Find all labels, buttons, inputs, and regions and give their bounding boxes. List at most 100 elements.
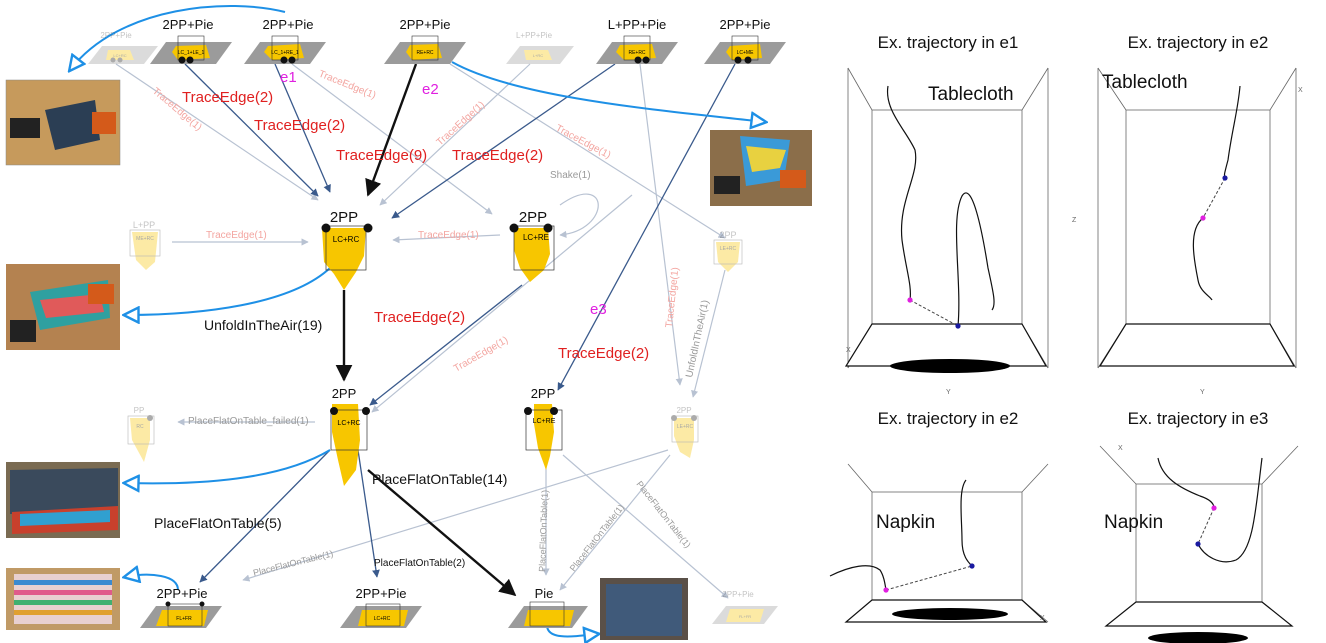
gripper-dot	[691, 415, 697, 421]
cloth-shape	[322, 228, 366, 290]
edge-faded	[371, 194, 633, 413]
state-node: 2PP+Pie RE+RC	[384, 17, 466, 64]
table-plate	[88, 46, 158, 64]
state-box	[365, 603, 401, 627]
gripper-dot	[734, 56, 742, 64]
trajectory-curve	[829, 565, 887, 591]
state-label: L+PP+Pie	[608, 17, 667, 32]
state-node: 2PP LE+RC	[713, 230, 743, 272]
state-inner-label: LC+RC	[337, 420, 360, 427]
edge-label: PlaceFlatOnTable(14)	[372, 471, 507, 487]
state-box	[513, 225, 555, 271]
edge-faded	[562, 454, 729, 599]
edge-labels: TraceEdge(2) TraceEdge(2) TraceEdge(9) T…	[150, 69, 711, 578]
edge-label-faded: TraceEdge(1)	[435, 99, 488, 148]
edge-label-faded: PlaceFlatOnTable(1)	[568, 502, 626, 573]
callout-arrow	[451, 61, 765, 122]
state-inner-label: LC+ME	[737, 50, 754, 56]
state-node: L+PP+Pie L+RC	[506, 31, 574, 64]
photo-colorful-cloth-unfold	[6, 264, 120, 350]
state-box	[127, 415, 155, 445]
episode-label: e3	[590, 301, 607, 318]
gripper-dot	[363, 223, 373, 233]
edge-bold	[367, 469, 517, 597]
axis-letter-z: Z	[1072, 217, 1077, 224]
state-node: 2PP LC+RE	[524, 386, 563, 470]
photos	[5, 79, 812, 640]
state-label: 2PP+Pie	[400, 17, 451, 32]
callout-arrows	[70, 5, 765, 636]
gripper-dot	[671, 415, 677, 421]
gripper-dot	[642, 56, 650, 64]
edge-dark	[369, 284, 523, 406]
table-shadow	[890, 359, 1010, 373]
gripper-dot	[147, 415, 153, 421]
state-label: 2PP+Pie	[722, 590, 754, 599]
trajectory-curve	[886, 85, 917, 301]
trajectory-curve	[955, 192, 995, 327]
gripper-dot	[550, 407, 558, 415]
edge-label: TraceEdge(2)	[558, 345, 649, 362]
edge-label-faded: TraceEdge(1)	[418, 230, 479, 241]
state-box	[671, 415, 699, 443]
edge-faded	[691, 269, 726, 398]
edge-label-faded: TraceEdge(1)	[554, 123, 613, 161]
axis-letter-y: Y	[1200, 389, 1205, 396]
state-node: 2PP+Pie LC_1+LE_1	[150, 17, 232, 64]
marker-dot	[1200, 215, 1206, 221]
state-node: 2PP+Pie LC+ME	[704, 17, 786, 64]
cloth-label: Napkin	[876, 512, 935, 533]
cloth-label: Tablecloth	[1102, 72, 1188, 93]
cloth-shape	[332, 404, 360, 486]
cloth-shape	[172, 45, 210, 60]
gripper-dot	[186, 56, 194, 64]
state-label: 2PP	[531, 386, 556, 401]
gripper-dot	[524, 407, 532, 415]
marker-dot	[883, 587, 889, 593]
bottom-states: 2PP+Pie FL+FR 2PP+Pie LC+RC Pie 2PP+Pie …	[140, 586, 778, 628]
state-label: PP	[134, 406, 145, 415]
gripper-dot	[330, 407, 338, 415]
state-box	[525, 409, 563, 451]
state-inner-label: LC+RE	[533, 418, 556, 425]
state-label: L+PP	[133, 220, 155, 230]
edge-label: PlaceFlatOnTable(2)	[374, 558, 465, 569]
state-inner-label: LC_1+RE_1	[271, 50, 299, 56]
state-node: L+PP+Pie RE+RC	[596, 17, 678, 64]
state-node: 2PP+Pie FL+FR	[712, 590, 778, 624]
cloth-shape	[130, 418, 150, 462]
state-node: 2PP+Pie LC+RC	[88, 31, 158, 64]
edge-label-faded: PlaceFlatOnTable(1)	[252, 548, 334, 578]
gripper-dot	[117, 57, 123, 63]
gap-line	[885, 565, 973, 591]
dark-edges	[184, 63, 736, 583]
mid-states: L+PP ME+RC 2PP LC+RC 2PP LC+RE 2PP LE+RC	[129, 209, 743, 290]
state-inner-label: RC	[136, 424, 144, 430]
cloth-shape	[726, 44, 762, 60]
cloth-shape	[264, 44, 304, 60]
state-label: Pie	[535, 586, 554, 601]
cloth-shape	[156, 610, 208, 626]
edge-faded	[291, 63, 493, 215]
cloth-shape	[674, 418, 694, 458]
state-inner-label: ME+RC	[136, 236, 154, 242]
state-box	[411, 35, 439, 61]
gripper-dot	[165, 601, 171, 607]
gripper-dot	[288, 56, 296, 64]
state-label: 2PP+Pie	[100, 31, 132, 40]
table-shadow	[1148, 632, 1248, 643]
bold-edges	[335, 63, 517, 597]
cloth-shape	[524, 50, 552, 60]
trajectory-panel-e3-napkin: Ex. trajectory in e3 Napkin X	[1099, 409, 1299, 643]
state-inner-label: LC+RC	[374, 616, 391, 622]
edge-dark	[199, 449, 331, 583]
state-inner-label: FL+FR	[739, 614, 751, 619]
gripper-dot	[509, 223, 519, 233]
state-inner-label: L+RC	[533, 53, 543, 58]
trajectory-panel-e2-napkin: Ex. trajectory in e2 Napkin X	[829, 409, 1049, 623]
trajectory-title: Ex. trajectory in e2	[878, 409, 1019, 428]
table-surface	[1104, 601, 1294, 627]
trajectory-panel-e1-tablecloth: Ex. trajectory in e1 Tablecloth X Y	[844, 33, 1049, 396]
state-node: 2PP LC+RC	[330, 386, 370, 486]
gap-line	[909, 299, 959, 327]
